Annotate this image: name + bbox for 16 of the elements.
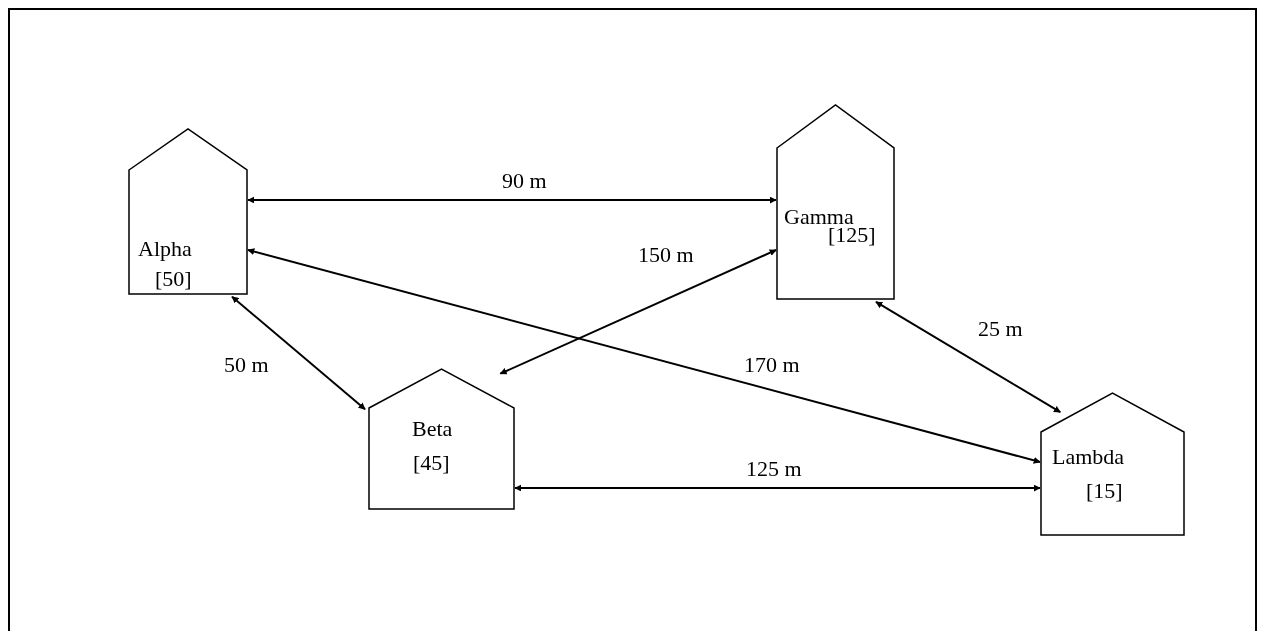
house-shape — [776, 104, 895, 300]
double-arrow — [514, 484, 1041, 492]
node-label: Lambda — [1052, 446, 1125, 468]
double-arrow — [874, 300, 1062, 414]
node-label: [45] — [413, 452, 450, 474]
double-arrow — [499, 249, 777, 375]
house-shape — [368, 368, 515, 510]
node-label: Beta — [412, 418, 453, 440]
node-label: Alpha — [138, 238, 192, 260]
node-label: [15] — [1086, 480, 1123, 502]
house-shape — [1040, 392, 1185, 536]
double-arrow — [231, 295, 367, 411]
node-label: [50] — [155, 268, 192, 290]
house-shape — [128, 128, 248, 295]
double-arrow — [247, 248, 1041, 464]
double-arrow — [247, 196, 777, 204]
